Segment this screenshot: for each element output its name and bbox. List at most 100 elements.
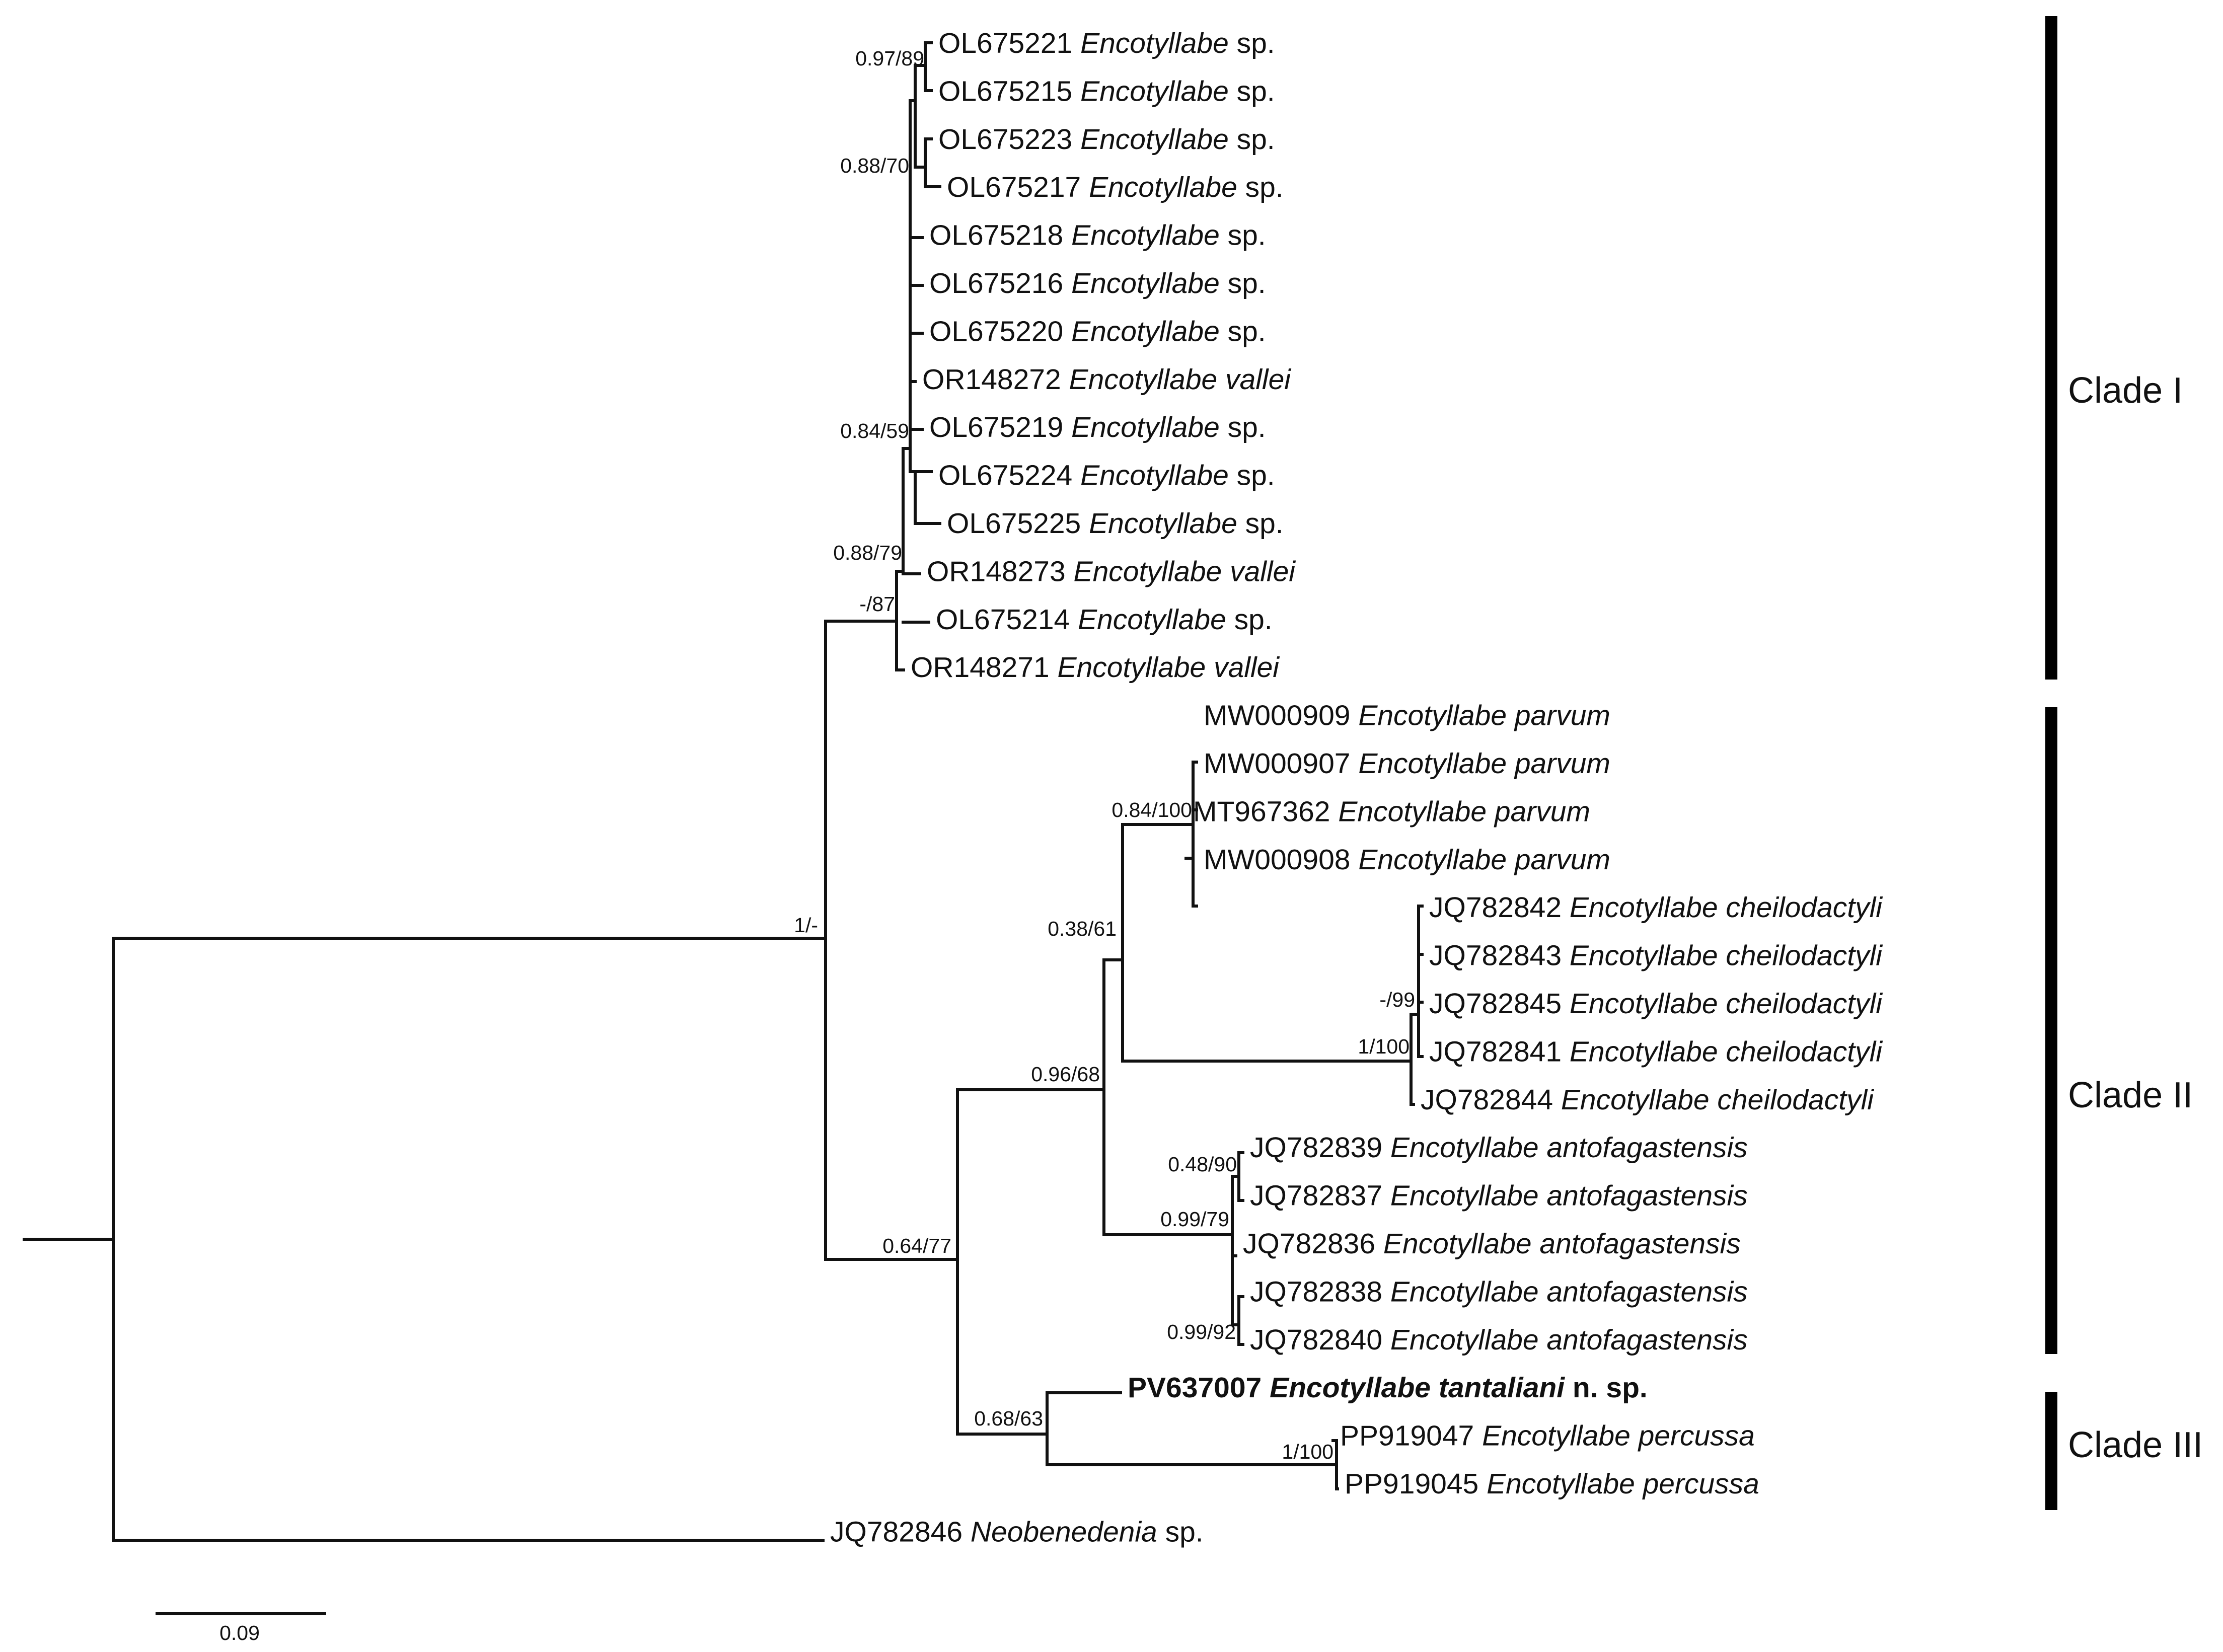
leaf-species: Encotyllabe tantaliani [1270,1372,1565,1404]
leaf-accession: OL675225 [947,507,1089,540]
leaf-accession: JQ782842 [1429,891,1570,924]
support-value-s6: 1/- [794,914,818,937]
leaf-accession: JQ782841 [1429,1035,1570,1068]
leaf-species: Encotyllabe [1080,123,1229,156]
leaf-label-JQ782836: JQ782836 Encotyllabe antofagastensis [1243,1228,1741,1260]
clade-markers: Clade I Clade II Clade III [2045,16,2203,1510]
leaf-species: Encotyllabe cheilodactyli [1570,988,1883,1020]
leaf-label-MT967362: MT967362 Encotyllabe parvum [1193,795,1590,828]
leaf-label-OL675221: OL675221 Encotyllabe sp. [938,27,1275,59]
leaf-suffix: n. sp. [1565,1372,1648,1404]
leaf-species: Encotyllabe cheilodactyli [1570,1035,1883,1068]
leaf-species: Encotyllabe [1080,460,1229,492]
leaf-label-OL675214: OL675214 Encotyllabe sp. [936,604,1273,636]
leaf-label-OL675220: OL675220 Encotyllabe sp. [929,315,1266,347]
leaf-label-OR148271: OR148271 Encotyllabe vallei [911,651,1280,684]
leaf-species: Encotyllabe percussa [1482,1420,1755,1452]
leaf-accession: PV637007 [1128,1372,1270,1404]
leaf-label-PV637007: PV637007 Encotyllabe tantaliani n. sp. [1128,1372,1648,1404]
leaf-species: Encotyllabe [1078,604,1226,636]
leaf-suffix: sp. [1229,460,1275,492]
leaf-label-JQ782846: JQ782846 Neobenedenia sp. [830,1516,1204,1548]
leaf-label-JQ782845: JQ782845 Encotyllabe cheilodactyli [1429,988,1883,1020]
leaf-accession: JQ782836 [1243,1228,1383,1260]
leaf-accession: OL675223 [938,123,1080,156]
support-value-s4: 0.88/79 [833,541,902,564]
leaf-species: Encotyllabe [1080,27,1229,59]
leaf-label-OL675217: OL675217 Encotyllabe sp. [947,171,1284,203]
leaf-species: Encotyllabe [1071,315,1220,347]
leaf-accession: MW000907 [1204,747,1358,780]
support-value-s1: 0.97/89 [855,47,924,70]
leaf-species: Encotyllabe vallei [1058,651,1280,684]
leaf-suffix: sp. [1237,507,1284,540]
clade-2-bar [2045,707,2057,1354]
leaf-species: Encotyllabe vallei [1069,363,1292,396]
leaf-accession: OL675219 [929,411,1071,443]
clade-3-bar [2045,1392,2057,1510]
leaf-label-JQ782841: JQ782841 Encotyllabe cheilodactyli [1429,1035,1883,1068]
leaf-accession: OL675214 [936,604,1078,636]
support-value-s7: 0.84/100 [1112,798,1192,821]
leaf-accession: OR148271 [911,651,1058,684]
leaf-suffix: sp. [1237,171,1284,203]
leaf-label-JQ782839: JQ782839 Encotyllabe antofagastensis [1250,1132,1748,1164]
leaf-label-PP919047: PP919047 Encotyllabe percussa [1340,1420,1755,1452]
leaf-label-JQ782838: JQ782838 Encotyllabe antofagastensis [1250,1275,1748,1308]
leaf-suffix: sp. [1226,604,1273,636]
leaf-suffix: sp. [1220,315,1266,347]
support-value-s3: 0.84/59 [840,419,909,442]
support-value-s16: 0.68/63 [974,1407,1043,1430]
leaf-label-OL675219: OL675219 Encotyllabe sp. [929,411,1266,443]
support-values: 0.97/89 0.88/70 0.84/59 0.88/79 -/87 1/- 0.84/… [794,47,1415,1463]
support-value-s5: -/87 [859,592,895,616]
support-value-s11: 0.96/68 [1031,1063,1100,1086]
leaf-accession: OL675218 [929,219,1071,252]
leaf-species: Encotyllabe cheilodactyli [1561,1084,1874,1116]
leaf-species: Encotyllabe parvum [1358,844,1610,876]
leaf-accession: JQ782840 [1250,1324,1390,1356]
leaf-accession: OL675215 [938,75,1080,107]
leaf-label-OL675218: OL675218 Encotyllabe sp. [929,219,1266,252]
leaf-species: Encotyllabe antofagastensis [1390,1324,1748,1356]
scale-bar-label: 0.09 [219,1621,260,1644]
leaf-accession: MW000909 [1204,700,1358,732]
leaf-suffix: sp. [1229,75,1275,107]
leaf-label-PP919045: PP919045 Encotyllabe percussa [1345,1468,1759,1500]
support-value-s17: 1/100 [1282,1440,1333,1463]
leaf-label-OL675225: OL675225 Encotyllabe sp. [947,507,1284,540]
leaf-accession: OR148272 [922,363,1069,396]
leaf-accession: MT967362 [1193,795,1338,828]
leaf-species: Encotyllabe [1089,507,1237,540]
leaf-species: Encotyllabe [1071,219,1220,252]
leaf-accession: OL675220 [929,315,1071,347]
leaf-accession: PP919045 [1345,1468,1487,1500]
leaf-species: Encotyllabe [1089,171,1237,203]
support-value-s15: 0.99/92 [1167,1320,1236,1343]
clade-1-label: Clade I [2068,370,2183,411]
leaf-accession: MW000908 [1204,844,1358,876]
clade-3-label: Clade III [2068,1425,2203,1465]
leaf-suffix: sp. [1229,27,1275,59]
leaf-accession: JQ782845 [1429,988,1570,1020]
leaf-label-JQ782842: JQ782842 Encotyllabe cheilodactyli [1429,891,1883,924]
leaf-accession: JQ782839 [1250,1132,1390,1164]
support-value-s2: 0.88/70 [840,154,909,177]
clade-1-bar [2045,16,2057,680]
leaf-label-JQ782840: JQ782840 Encotyllabe antofagastensis [1250,1324,1748,1356]
leaf-species: Encotyllabe cheilodactyli [1570,891,1883,924]
leaf-species: Neobenedenia [971,1516,1157,1548]
leaf-species: Encotyllabe vallei [1074,555,1296,587]
leaf-suffix: sp. [1220,219,1266,252]
leaf-species: Encotyllabe antofagastensis [1390,1132,1748,1164]
leaf-suffix: sp. [1220,411,1266,443]
leaf-accession: OL675224 [938,460,1080,492]
leaf-species: Encotyllabe parvum [1358,700,1610,732]
leaf-accession: OR148273 [927,555,1074,587]
support-value-s13: 0.99/79 [1160,1208,1229,1231]
leaf-accession: JQ782837 [1250,1180,1390,1212]
leaf-accession: OL675216 [929,267,1071,299]
clade-2-label: Clade II [2068,1075,2193,1115]
leaf-label-MW000909: MW000909 Encotyllabe parvum [1204,700,1610,732]
